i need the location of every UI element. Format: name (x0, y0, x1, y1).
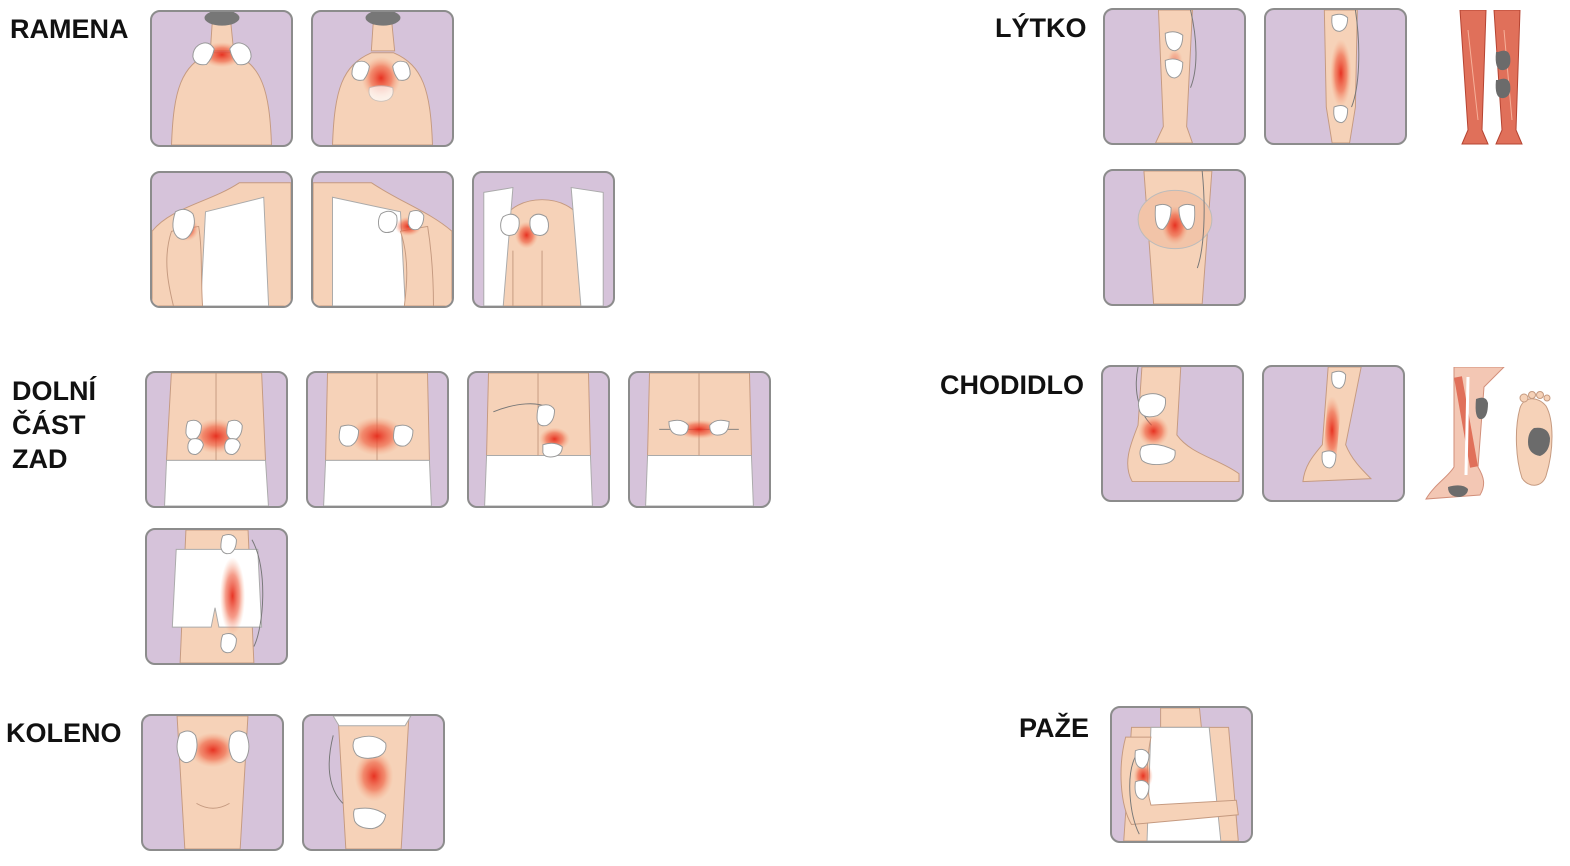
electrode-pad-icon (393, 424, 414, 447)
chodidlo-shin (1262, 365, 1405, 502)
electrode-pad-icon (1137, 393, 1167, 418)
ramena-shoulder-side (472, 171, 615, 308)
koleno-side (302, 714, 445, 851)
zad-lower-back-3 (467, 371, 610, 508)
lytko-calf-back (1264, 8, 1407, 145)
electrode-pad-icon (1528, 427, 1550, 456)
electrode-pad-icon (1164, 58, 1184, 79)
electrode-pad-icon (1331, 370, 1347, 389)
electrode-pad-icon (500, 213, 520, 236)
pain-area-icon (1138, 415, 1170, 447)
electrode-pad-icon (1333, 105, 1349, 124)
electrode-pad-icon (392, 60, 411, 81)
electrode-pad-icon (1134, 780, 1150, 800)
electrode-pad-icon (1164, 31, 1184, 52)
chodidlo-ankle (1101, 365, 1244, 502)
label-line: ČÁST (12, 410, 86, 440)
chodidlo-anatomy-leg (1424, 366, 1506, 505)
ramena-shoulder-back-right (311, 171, 454, 308)
section-label-koleno: KOLENO (6, 718, 122, 748)
electrode-pad-icon (351, 60, 370, 81)
electrode-pad-icon (1139, 443, 1176, 466)
electrode-pad-icon (668, 419, 689, 436)
koleno-front (141, 714, 284, 851)
paze-arm (1110, 706, 1253, 843)
electrode-pad-icon (1154, 203, 1172, 230)
electrode-pad-icon (407, 210, 425, 231)
label-line: ZAD (12, 444, 68, 474)
electrode-pad-icon (172, 208, 195, 240)
electrode-pad-icon (709, 419, 730, 436)
electrode-pad-icon (229, 42, 252, 66)
electrode-pad-icon (353, 807, 387, 830)
electrode-pad-icon (1321, 450, 1337, 469)
electrode-pad-icon (529, 213, 549, 236)
ramena-neck-front (150, 10, 293, 147)
electrode-pad-icon (176, 730, 198, 764)
section-label-lytko: LÝTKO (995, 13, 1087, 43)
pain-area-icon (1322, 396, 1342, 465)
pain-area-icon (1330, 39, 1352, 108)
electrode-pad-icon (536, 404, 556, 427)
lytko-knee-back (1103, 169, 1246, 306)
lytko-calf-front (1103, 8, 1246, 145)
electrode-pad-icon (338, 424, 360, 447)
electrode-pad-icon (224, 438, 241, 456)
electrode-pad-icon (1178, 203, 1196, 230)
pain-area-icon (219, 557, 246, 635)
section-label-dolni-cast-zad: DOLNÍ ČÁST ZAD (12, 374, 96, 476)
electrode-pad-icon (1475, 397, 1488, 420)
zad-lower-back-2 (306, 371, 449, 508)
electrode-pad-icon (228, 730, 250, 764)
electrode-pad-icon (368, 85, 394, 102)
chodidlo-foot-sole (1510, 390, 1556, 488)
pain-area-icon (189, 732, 237, 768)
pain-area-icon (349, 416, 405, 456)
electrode-pad-icon (1495, 78, 1511, 99)
section-label-paze: PAŽE (1019, 713, 1090, 743)
ramena-upper-back (311, 10, 454, 147)
zad-lower-back-1 (145, 371, 288, 508)
section-label-chodidlo: CHODIDLO (940, 370, 1084, 400)
electrode-pad-icon (220, 633, 237, 654)
label-line: DOLNÍ (12, 376, 96, 406)
electrode-pad-icon (1495, 50, 1511, 71)
electrode-pad-icon (1134, 748, 1150, 769)
electrode-pad-icon (1448, 485, 1468, 497)
lytko-muscle-anatomy (1454, 9, 1526, 148)
pain-area-icon (354, 750, 394, 802)
zad-lower-back-4 (628, 371, 771, 508)
electrode-pad-icon (220, 534, 237, 555)
electrode-pad-icon (1331, 13, 1349, 32)
electrode-pad-icon (352, 735, 387, 759)
electrode-pad-icon (542, 442, 563, 458)
electrode-pad-icon (187, 438, 204, 456)
electrode-pad-icon (377, 210, 398, 234)
ramena-shoulder-front-left (150, 171, 293, 308)
zad-hamstring (145, 528, 288, 665)
electrode-pad-icon (192, 42, 215, 66)
section-label-ramena: RAMENA (10, 14, 129, 44)
